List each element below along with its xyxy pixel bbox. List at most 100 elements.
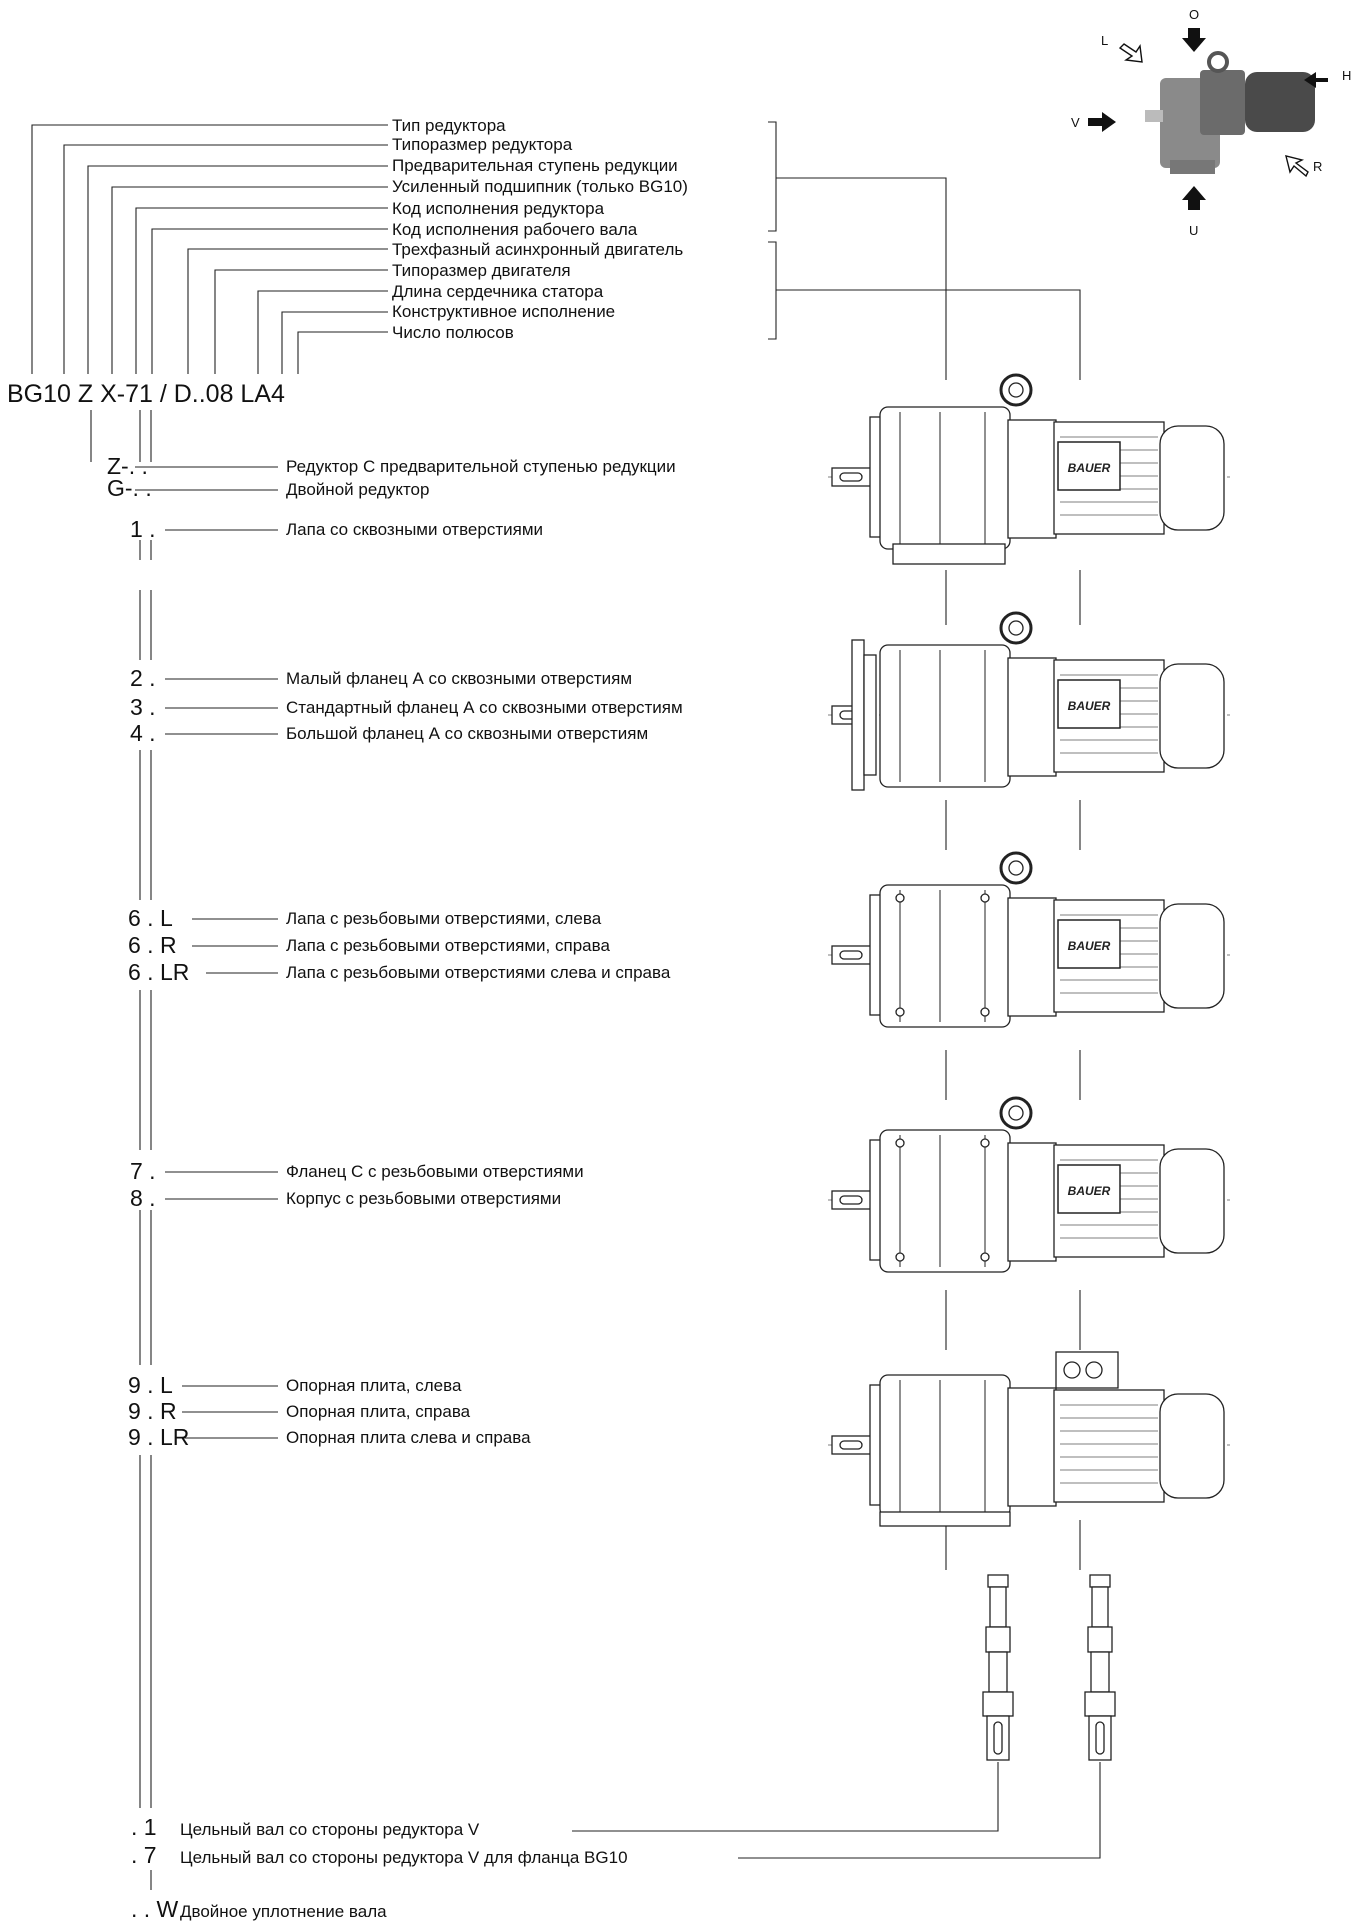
fan-cover [1159,1393,1225,1499]
shaft-leader-line [572,1762,999,1832]
header-label-poles: Число полюсов [392,323,514,342]
arrow-front-icon [1088,112,1116,132]
option-code-shaft-1: . 1 [131,1814,157,1840]
adapter [1007,897,1057,1017]
gearmotor-drawing: BAUER [828,373,1230,565]
foot [892,543,1006,565]
base-plate [879,1511,1011,1527]
nameplate [1057,1164,1121,1214]
shaft-cap [1089,1574,1111,1588]
header-label-pre-stage: Предварительная ступень редукции [392,156,678,175]
brand-label: BAUER [1068,461,1111,475]
motor-bracket-leader [776,289,1081,360]
option-text-9l: Опорная плита, слева [286,1376,462,1395]
option-code-6l: 6 . L [128,905,173,931]
arrow-back-icon [1285,155,1309,178]
threaded-hole [980,1138,990,1148]
nameplate [1057,441,1121,491]
shaft-neck [989,1586,1007,1628]
shaft-collar [985,1626,1011,1653]
shaft-drawing-7 [1084,1574,1116,1761]
direction-label-front: V [1071,115,1080,130]
header-leader-line [297,331,388,374]
option-text-9lr: Опорная плита слева и справа [286,1428,531,1447]
flange [851,639,865,791]
header-leader-line [281,311,388,374]
header-bracket [768,121,777,232]
header-label-shaft-code: Код исполнения рабочего вала [392,220,638,239]
fan-cover [1159,903,1225,1009]
shaft-body [1090,1651,1110,1693]
threaded-hole [980,893,990,903]
shaft-seal [982,1691,1014,1717]
header-label-gear-size: Типоразмер редуктора [392,135,573,154]
header-leader-line [63,144,388,374]
shaft-keyway [839,1440,863,1450]
threaded-hole [895,893,905,903]
option-text-z: Редуктор С предварительной ступенью реду… [286,457,676,476]
option-code-w: . . W [131,1896,179,1922]
direction-label-top: O [1189,7,1200,22]
threaded-hole [980,1252,990,1262]
arrow-bottom-icon [1182,186,1206,210]
fan-cover [1159,1148,1225,1254]
option-code-9lr: 9 . LR [128,1424,190,1450]
adapter [1007,1142,1057,1262]
option-text-6l: Лапа с резьбовыми отверстиями, слева [286,909,602,928]
shaft-body [988,1651,1008,1693]
threaded-hole [895,1007,905,1017]
header-label-gear-code: Код исполнения редуктора [392,199,605,218]
threaded-hole [895,1138,905,1148]
lifting-eye-hole [1008,860,1024,876]
cable-gland [1085,1361,1103,1379]
direction-label-right: H [1342,68,1352,83]
shaft-leader-line [738,1762,1101,1859]
option-code-6r: 6 . R [128,932,177,958]
header-leader-line [31,124,388,374]
shaft-keyway [1095,1721,1105,1755]
threaded-hole [980,1007,990,1017]
option-text-9r: Опорная плита, справа [286,1402,471,1421]
brand-label: BAUER [1068,699,1111,713]
header-leader-line [87,165,388,374]
option-code-9l: 9 . L [128,1372,173,1398]
header-leader-line [135,207,388,374]
option-text-shaft-1: Цельный вал со стороны редуктора V [180,1820,480,1839]
option-text-1: Лапа со сквозными отверстиями [286,520,544,539]
arrow-top-icon [1182,28,1206,52]
option-code-3: 3 . [130,694,156,720]
header-label-bearing: Усиленный подшипник (только BG10) [392,177,688,196]
adapter [1007,1387,1057,1507]
option-text-3: Стандартный фланец А со сквозными отверс… [286,698,683,717]
shaft-keyway [839,1195,863,1205]
shaft-seal [1084,1691,1116,1717]
threaded-hole [895,1252,905,1262]
option-text-6r: Лапа с резьбовыми отверстиями, справа [286,936,610,955]
header-leader-line [257,290,388,374]
gearmotor-drawing: BAUER [828,611,1230,791]
gearmotor-drawing: BAUER [828,1096,1230,1273]
nameplate [1057,919,1121,969]
flange-hub [863,654,877,776]
lifting-eye-hole [1008,382,1024,398]
nameplate [1057,679,1121,729]
arrow-right-icon [1304,72,1328,88]
header-label-design: Конструктивное исполнение [392,302,616,321]
option-text-7: Фланец С с резьбовыми отверстиями [286,1162,584,1181]
header-label-motor-size: Типоразмер двигателя [392,261,571,280]
adapter [1007,657,1057,777]
fan-cover [1159,663,1225,769]
shaft-collar [1087,1626,1113,1653]
shaft-keyway [993,1721,1003,1755]
option-text-8: Корпус с резьбовыми отверстиями [286,1189,562,1208]
header-leader-line [214,269,388,374]
gearmotor-drawing: BAUER [828,851,1230,1028]
header-label-gear-type: Тип редуктора [392,116,506,135]
option-code-1: 1 . [130,516,156,542]
option-code-6lr: 6 . LR [128,959,190,985]
gearmotor-drawing [828,1351,1230,1527]
option-text-g: Двойной редуктор [286,480,430,499]
option-code-4: 4 . [130,720,156,746]
